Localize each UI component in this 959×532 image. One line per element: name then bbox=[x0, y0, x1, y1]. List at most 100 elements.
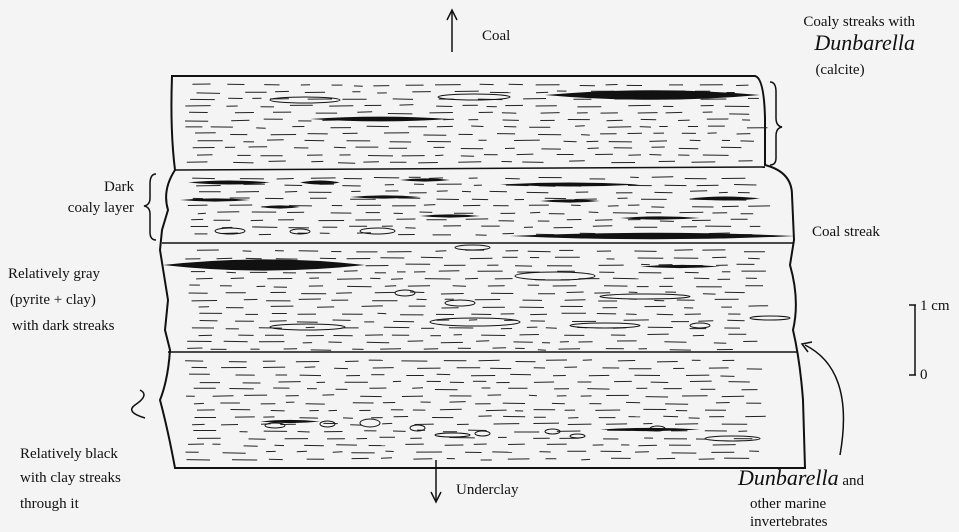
lamina-dash bbox=[252, 227, 277, 228]
dunbarella-label-bottom: Dunbarella bbox=[738, 465, 839, 490]
lamina-dash bbox=[217, 258, 233, 259]
lamina-dash bbox=[517, 154, 534, 155]
curved-arrow-dunbarella bbox=[805, 345, 843, 455]
lamina-dash bbox=[400, 105, 414, 106]
lamina-dash bbox=[270, 321, 287, 322]
black-label-1: Relatively black bbox=[20, 444, 118, 464]
clay-lens bbox=[690, 323, 710, 328]
lamina-dash bbox=[727, 320, 744, 321]
lamina-dash bbox=[581, 459, 590, 460]
lamina-dash bbox=[277, 179, 294, 180]
scale-top-label: 1 cm bbox=[920, 296, 950, 316]
lamina-dash bbox=[362, 306, 383, 307]
lamina-dash bbox=[344, 271, 358, 272]
coal-streak bbox=[640, 265, 720, 268]
clay-lens bbox=[445, 300, 475, 306]
lamina-dash bbox=[458, 162, 481, 163]
clay-lens bbox=[395, 290, 415, 296]
clay-lens bbox=[475, 431, 490, 436]
lamina-dash bbox=[393, 99, 413, 100]
lamina-dash bbox=[587, 389, 609, 390]
lamina-dash bbox=[367, 342, 390, 343]
clay-lens bbox=[750, 316, 790, 320]
marine-label-3: invertebrates bbox=[750, 512, 827, 532]
coaly-streaks-label: Coaly streaks with bbox=[745, 12, 915, 32]
coal-streak bbox=[260, 420, 320, 423]
gray-label-2: (pyrite + clay) bbox=[10, 290, 96, 310]
lamina-dash bbox=[465, 278, 478, 279]
lamina-dash bbox=[298, 432, 310, 433]
lamina-dash bbox=[223, 453, 246, 454]
lamina-dash bbox=[300, 375, 321, 376]
clay-lens bbox=[438, 94, 510, 100]
lamina-dash bbox=[574, 199, 596, 200]
coal-streak bbox=[540, 199, 600, 202]
lamina-dash bbox=[385, 286, 396, 287]
clay-lens bbox=[455, 245, 490, 250]
lamina-dash bbox=[650, 155, 662, 156]
clay-laminae-dashes bbox=[185, 84, 770, 460]
dunbarella-label-top: Dunbarella bbox=[745, 33, 915, 53]
lamina-dash bbox=[505, 178, 520, 179]
lamina-dash bbox=[424, 205, 436, 206]
lamina-dash bbox=[233, 162, 253, 163]
lamina-dash bbox=[479, 360, 500, 361]
clay-lens bbox=[270, 324, 345, 330]
lamina-dash bbox=[613, 278, 639, 279]
arrow-down-icon bbox=[431, 460, 441, 502]
lamina-dash bbox=[231, 120, 249, 121]
lamina-dash bbox=[338, 163, 355, 164]
lamina-dash bbox=[194, 403, 204, 404]
lamina-dash bbox=[575, 126, 585, 127]
lamina-dash bbox=[541, 113, 560, 114]
black-label-3: through it bbox=[20, 494, 79, 514]
coal-streaks bbox=[163, 90, 795, 431]
lamina-dash bbox=[530, 212, 540, 213]
lamina-dash bbox=[567, 292, 584, 293]
lamina-dash bbox=[538, 350, 546, 351]
lamina-dash bbox=[441, 294, 464, 295]
lamina-dash bbox=[588, 148, 599, 149]
brace-dark-coaly-layer bbox=[144, 174, 156, 240]
lamina-dash bbox=[640, 127, 651, 128]
marine-label-2: other marine bbox=[750, 494, 826, 514]
lamina-dash bbox=[436, 251, 447, 252]
lamina-dash bbox=[410, 292, 424, 293]
lamina-dash bbox=[337, 279, 362, 280]
lamina-dash bbox=[285, 192, 297, 193]
lamina-dash bbox=[652, 177, 674, 178]
lamina-dash bbox=[450, 402, 466, 403]
lamina-dash bbox=[192, 178, 215, 179]
clay-lens bbox=[515, 272, 595, 280]
lamina-dash bbox=[227, 272, 236, 273]
dark-coaly-label-1: Dark bbox=[30, 177, 134, 197]
clay-lens bbox=[430, 318, 520, 326]
lamina-dash bbox=[382, 423, 392, 424]
dunbarella-bottom-line: Dunbarella and bbox=[738, 468, 864, 491]
lamina-dash bbox=[734, 185, 756, 186]
lamina-dash bbox=[471, 126, 483, 127]
lamina-dash bbox=[581, 135, 590, 136]
lamina-dash bbox=[589, 212, 599, 213]
lamina-dash bbox=[608, 127, 632, 128]
lamina-dash bbox=[429, 178, 443, 179]
layer-boundary-1 bbox=[175, 167, 765, 170]
clay-lens bbox=[360, 228, 395, 234]
gray-label-1: Relatively gray bbox=[8, 264, 100, 284]
lamina-dash bbox=[231, 278, 244, 279]
coal-streak bbox=[510, 233, 795, 239]
coal-streak-label: Coal streak bbox=[812, 222, 880, 242]
scale-bottom-label: 0 bbox=[920, 365, 928, 385]
clay-lens bbox=[360, 419, 380, 427]
clay-lens bbox=[600, 294, 690, 299]
lamina-dash bbox=[502, 113, 516, 114]
black-label-2: with clay streaks bbox=[20, 468, 121, 488]
lamina-dash bbox=[694, 278, 709, 279]
arrow-up-icon bbox=[447, 10, 457, 52]
underclay-label: Underclay bbox=[456, 480, 518, 500]
lamina-dash bbox=[666, 112, 683, 113]
clay-lens bbox=[570, 323, 640, 328]
coal-streak bbox=[163, 259, 365, 270]
coal-streak bbox=[545, 90, 760, 100]
lamina-dash bbox=[476, 341, 489, 342]
